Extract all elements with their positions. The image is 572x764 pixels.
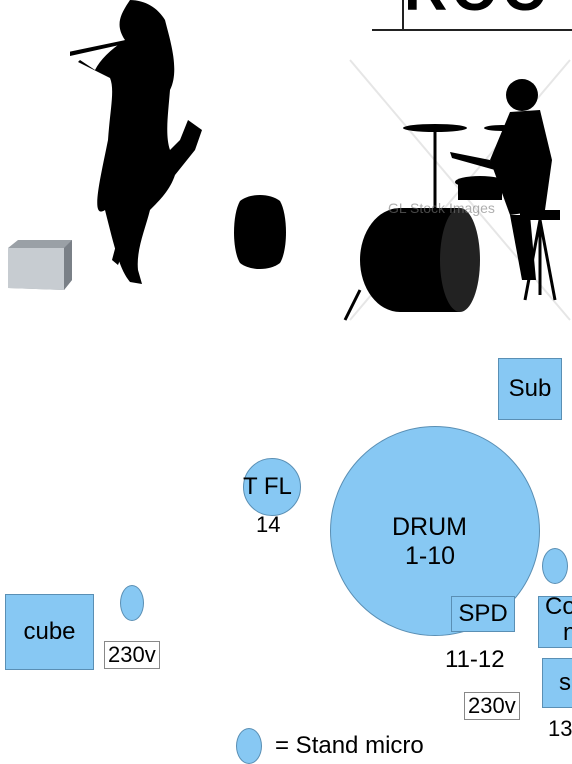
s-box: s [542, 658, 572, 708]
drum-channels: 1-10 [405, 542, 456, 570]
drum-label: DRUM [392, 513, 467, 541]
page-title-fragment: ROC [402, 0, 572, 30]
co-box: Co n [538, 593, 572, 648]
title-underline [372, 29, 572, 31]
stand-micro-circle-right [542, 548, 568, 584]
stand-micro-circle-left [120, 585, 144, 621]
legend-stand-micro-symbol [236, 728, 262, 764]
monitor-silhouette [234, 195, 286, 269]
co-label-top: Co [545, 593, 572, 620]
sub-box: Sub [498, 358, 562, 420]
power-outlet-right: 230v [464, 692, 520, 720]
tom-floor-label: T FL [243, 473, 292, 500]
tom-floor-channel: 14 [256, 512, 281, 537]
spd-box: SPD [451, 596, 515, 632]
co-label-bottom: n [563, 619, 572, 646]
power-outlet-left: 230v [104, 641, 160, 669]
stock-watermark: GL Stock Images [388, 200, 495, 216]
tom-floor-circle [243, 458, 301, 516]
drummer-silhouette [343, 59, 571, 321]
amp-cube-image [8, 240, 72, 290]
flute-player-silhouette [70, 0, 202, 284]
cube-box: cube [5, 594, 94, 670]
s-channel: 13 [548, 716, 572, 741]
spd-channels: 11-12 [445, 646, 505, 673]
legend-stand-micro-label: = Stand micro [275, 732, 424, 759]
